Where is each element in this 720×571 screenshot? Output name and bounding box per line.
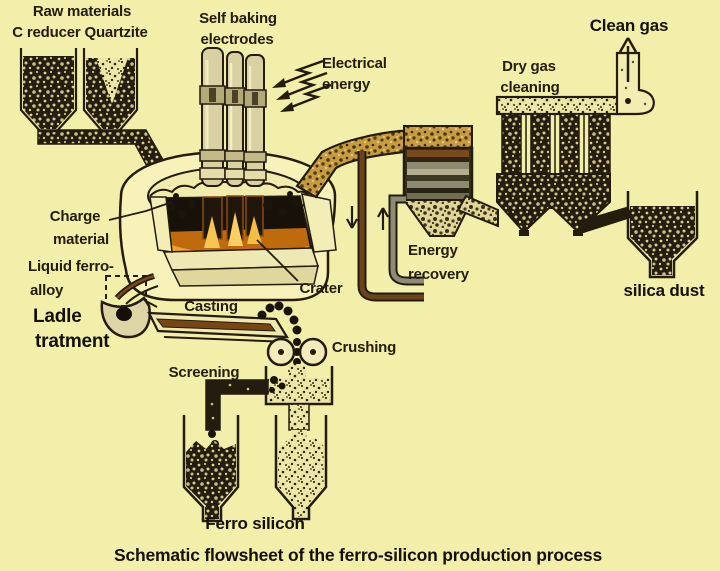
energy-recovery-unit bbox=[402, 125, 499, 237]
clean-gas-arrow-icon bbox=[618, 37, 638, 82]
coarse-return-pipe bbox=[205, 379, 269, 431]
coarse-bin-fill bbox=[186, 440, 236, 519]
ladle bbox=[100, 275, 158, 339]
fine-bin-fill bbox=[278, 437, 324, 517]
label-crushing: Crushing bbox=[332, 339, 396, 356]
label-self-baking-2: electrodes bbox=[200, 31, 273, 48]
silica-dust-bin bbox=[626, 191, 699, 279]
charge-material-pointer bbox=[108, 201, 173, 221]
label-charge-material-1: Charge bbox=[50, 208, 100, 225]
label-ladle-treatment-2: tratment bbox=[35, 331, 110, 352]
baghouse-header bbox=[495, 95, 625, 116]
label-casting: Casting bbox=[184, 298, 238, 315]
dust-hopper bbox=[402, 199, 474, 237]
label-energy-recovery-1: Energy bbox=[408, 242, 459, 259]
label-screening: Screening bbox=[169, 364, 240, 381]
hot-pipe bbox=[359, 151, 424, 300]
smelting-furnace bbox=[114, 150, 337, 305]
label-ladle-treatment-1: Ladle bbox=[33, 306, 82, 327]
electrical-energy-arrows bbox=[272, 59, 332, 112]
label-electrical-energy-1: Electrical bbox=[322, 55, 387, 72]
electrode bbox=[243, 54, 267, 187]
hopper-carbon-fill bbox=[23, 56, 74, 129]
cold-pipe bbox=[390, 196, 424, 284]
leader-lines bbox=[108, 201, 299, 282]
electrode bbox=[199, 47, 226, 187]
label-dry-gas-1: Dry gas bbox=[502, 58, 556, 75]
label-raw-materials-2: C reducer Quartzite bbox=[12, 24, 147, 41]
label-liquid-ferro-alloy-2: alloy bbox=[30, 282, 64, 299]
label-raw-materials-1: Raw materials bbox=[33, 3, 131, 20]
energy-recovery-pipes bbox=[346, 151, 424, 302]
self-baking-electrodes bbox=[199, 47, 267, 187]
ferro-silicon-bins bbox=[182, 415, 328, 523]
label-electrical-energy-2: energy bbox=[322, 76, 371, 93]
label-charge-material-2: material bbox=[53, 231, 109, 248]
crater-pointer bbox=[256, 239, 299, 282]
diagram-caption: Schematic flowsheet of the ferro-silicon… bbox=[114, 545, 602, 565]
label-silica-dust: silica dust bbox=[624, 281, 705, 300]
raw-material-hoppers bbox=[19, 48, 176, 194]
crater-flame bbox=[204, 216, 220, 248]
label-energy-recovery-2: recovery bbox=[408, 266, 470, 283]
connector-duct bbox=[456, 194, 499, 228]
label-ferro-silicon: Ferro silicon bbox=[205, 514, 304, 533]
baghouse-dust-hoppers bbox=[496, 173, 611, 231]
electrode bbox=[224, 51, 246, 187]
label-liquid-ferro-alloy-1: Liquid ferro- bbox=[28, 258, 114, 275]
label-crater: Crater bbox=[300, 280, 343, 297]
crusher-rolls bbox=[266, 337, 328, 367]
flow-direction-arrows bbox=[346, 206, 389, 230]
clean-gas-stack bbox=[615, 37, 655, 116]
label-clean-gas: Clean gas bbox=[590, 16, 669, 35]
dry-gas-cleaning-unit bbox=[495, 95, 633, 236]
label-dry-gas-2: cleaning bbox=[500, 79, 559, 96]
screening-unit bbox=[205, 364, 334, 478]
casting-trough bbox=[147, 301, 302, 366]
label-self-baking-1: Self baking bbox=[199, 10, 277, 27]
